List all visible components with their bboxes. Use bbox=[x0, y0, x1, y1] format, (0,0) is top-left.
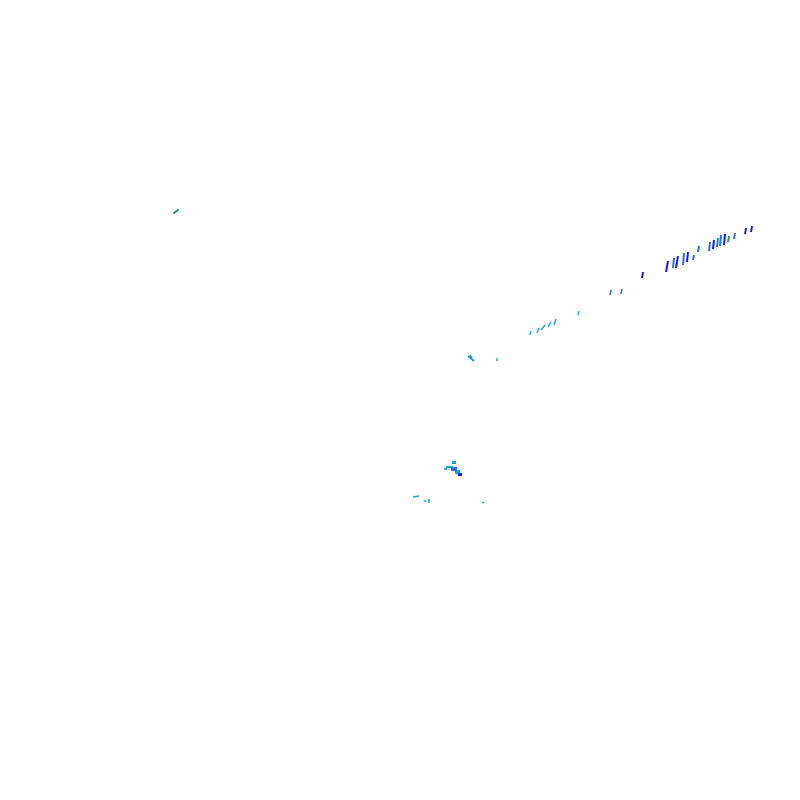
echo-mark bbox=[536, 327, 540, 334]
echo-cluster-northeast bbox=[609, 225, 753, 296]
echo-mark bbox=[446, 466, 453, 468]
echo-cluster-center bbox=[444, 461, 462, 476]
echo-mark bbox=[529, 330, 532, 336]
echo-cluster-middle bbox=[467, 310, 580, 362]
echo-mark bbox=[723, 233, 726, 246]
echo-mark bbox=[672, 257, 675, 269]
echo-mark bbox=[452, 461, 456, 464]
echo-mark bbox=[733, 232, 736, 240]
echo-mark bbox=[173, 209, 179, 214]
echo-mark bbox=[686, 251, 689, 263]
echo-mark bbox=[540, 324, 546, 331]
echo-mark bbox=[682, 252, 685, 266]
echo-mark bbox=[458, 473, 462, 476]
echo-mark bbox=[719, 234, 722, 247]
echo-mark bbox=[708, 241, 711, 252]
echo-mark bbox=[609, 289, 612, 296]
echo-cluster-northwest bbox=[173, 209, 179, 214]
echo-mark bbox=[577, 310, 580, 316]
echo-mark bbox=[641, 271, 644, 279]
echo-mark bbox=[716, 237, 719, 248]
echo-mark bbox=[547, 321, 552, 328]
echo-cluster-south bbox=[412, 495, 485, 504]
echo-mark bbox=[620, 288, 623, 295]
echo-mark bbox=[553, 318, 557, 326]
echo-mark bbox=[481, 501, 485, 504]
echo-mark bbox=[692, 254, 695, 261]
echo-mark bbox=[467, 355, 475, 362]
echo-mark bbox=[750, 225, 753, 233]
echo-mark bbox=[697, 245, 700, 253]
echo-mark bbox=[469, 354, 473, 359]
echo-mark bbox=[675, 255, 679, 269]
echo-mark bbox=[412, 495, 420, 498]
echo-mark bbox=[451, 467, 457, 471]
echo-mark bbox=[665, 260, 669, 273]
echo-mark bbox=[444, 468, 447, 470]
echo-mark bbox=[727, 235, 730, 243]
echo-mark bbox=[423, 499, 427, 503]
echo-mark bbox=[712, 239, 715, 250]
echo-mark bbox=[744, 227, 747, 235]
echo-mark bbox=[455, 470, 460, 474]
